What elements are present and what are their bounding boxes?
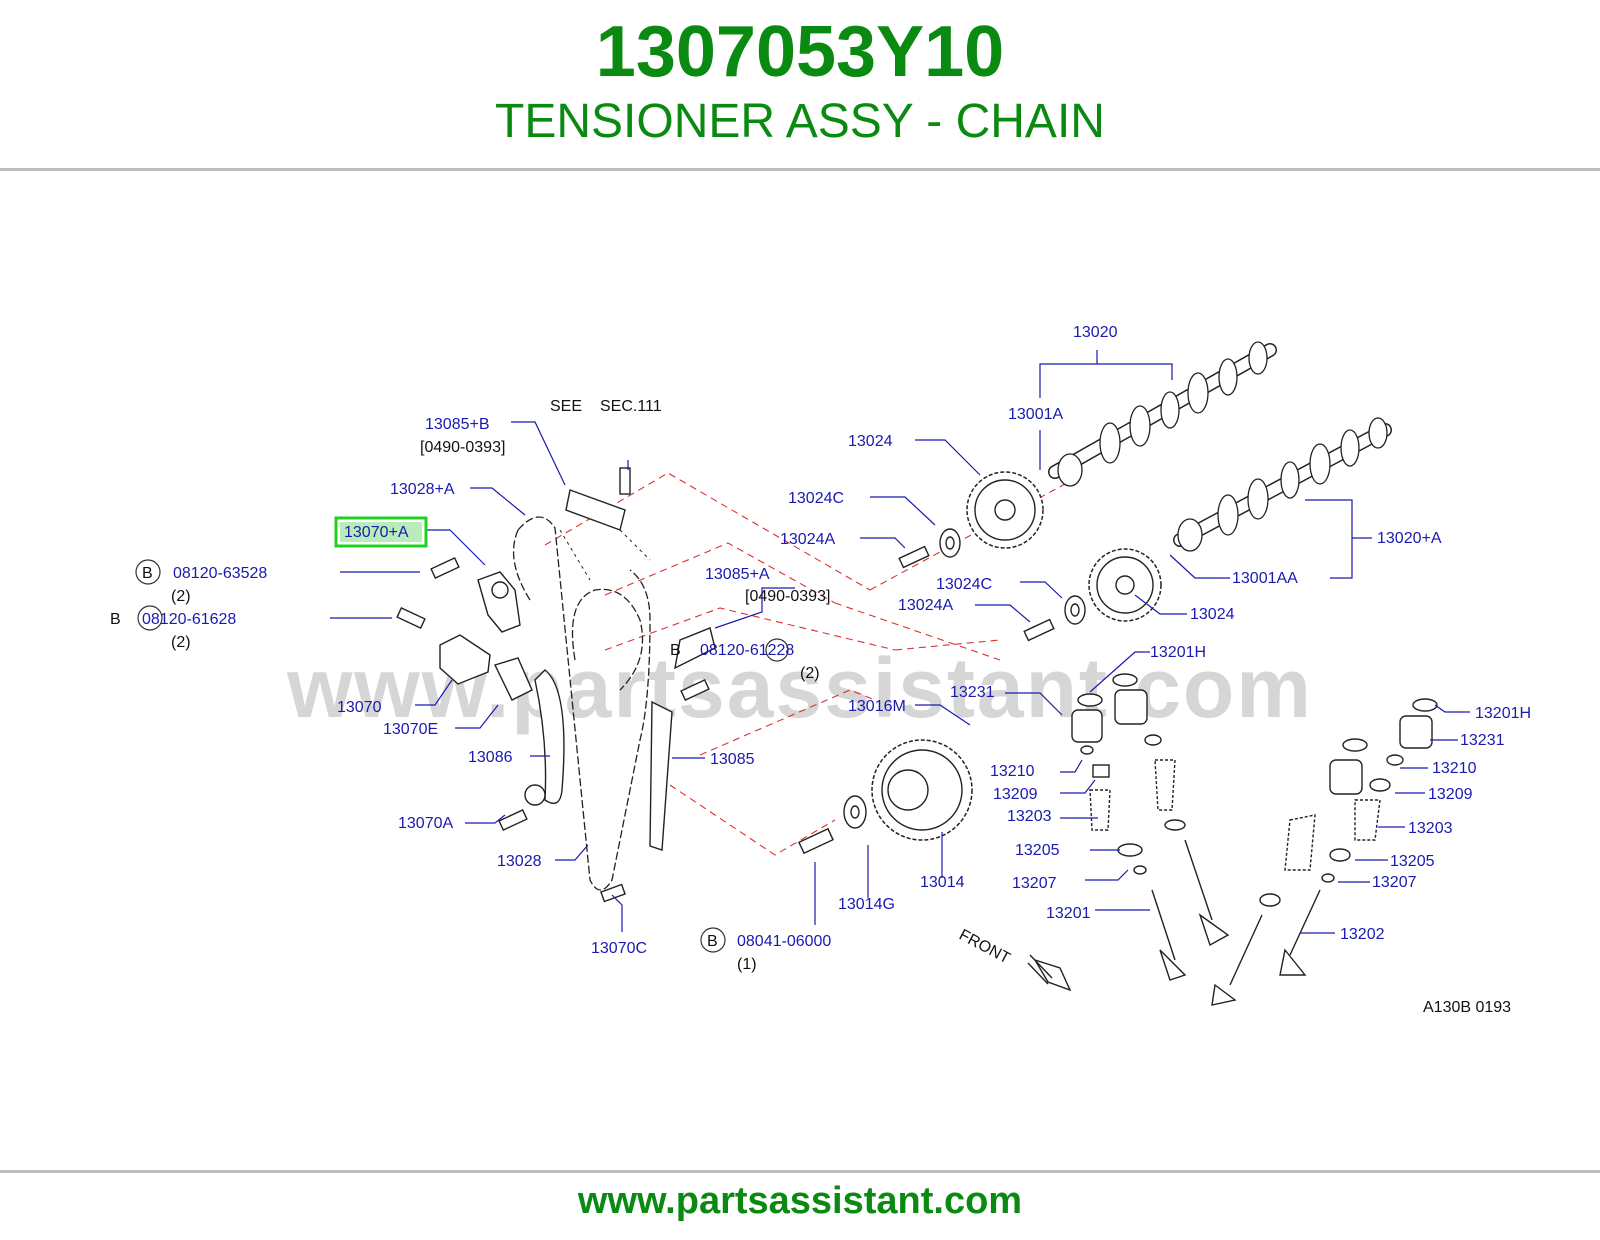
label-13028-A[interactable]: 13028+A [390, 481, 455, 498]
timing-chains [512, 516, 651, 891]
header-divider [0, 168, 1600, 171]
camshaft-upper [1048, 341, 1277, 487]
label-13028[interactable]: 13028 [497, 853, 542, 870]
label-08120-63528[interactable]: 08120-63528 [173, 565, 267, 582]
highlight-fill [340, 522, 422, 542]
label-13070-A-highlighted[interactable]: 13070+A [344, 524, 409, 541]
label-13085[interactable]: 13085 [710, 751, 755, 768]
part-number: 1307053Y10 [595, 12, 1005, 92]
label-08120-61228[interactable]: 08120-61228 [700, 642, 794, 659]
sprocket-lower [1088, 548, 1162, 622]
note-diagram-code: A130B 0193 [1423, 999, 1511, 1016]
label-13210-right[interactable]: 13210 [1432, 760, 1477, 777]
note-qty-1: (1) [737, 956, 757, 973]
note-front: FRONT [956, 927, 1013, 968]
label-13001AA[interactable]: 13001AA [1232, 570, 1298, 587]
label-13207-left[interactable]: 13207 [1012, 875, 1057, 892]
label-13024A-upper[interactable]: 13024A [780, 531, 835, 548]
valve-train [1071, 673, 1438, 1006]
label-13024-lower[interactable]: 13024 [1190, 606, 1235, 623]
label-13231-left[interactable]: 13231 [950, 684, 995, 701]
label-13070E[interactable]: 13070E [383, 721, 438, 738]
header: 1307053Y10 TENSIONER ASSY - CHAIN [0, 0, 1600, 168]
b-marker-2: B [110, 611, 121, 628]
part-name: TENSIONER ASSY - CHAIN [495, 95, 1105, 148]
part-labels: 13020 13001A 13024 13024C 13024A 13020+A… [142, 324, 1531, 957]
leader-lines [330, 350, 1470, 934]
label-13203-right[interactable]: 13203 [1408, 820, 1453, 837]
note-qty-a: (2) [171, 588, 191, 605]
label-13085-B[interactable]: 13085+B [425, 416, 490, 433]
b-callouts: B B B B [110, 559, 789, 953]
label-13207-right[interactable]: 13207 [1372, 874, 1417, 891]
label-13201H-left[interactable]: 13201H [1150, 644, 1206, 661]
camshaft-lower [1173, 417, 1392, 552]
b-marker-1: B [142, 565, 153, 582]
label-13085-A[interactable]: 13085+A [705, 566, 770, 583]
tensioner-assy [439, 571, 546, 806]
label-13205-left[interactable]: 13205 [1015, 842, 1060, 859]
label-13201H-right[interactable]: 13201H [1475, 705, 1531, 722]
note-range-1: [0490-0393] [420, 439, 505, 456]
label-13070[interactable]: 13070 [337, 699, 382, 716]
note-see: SEE [550, 398, 582, 415]
footer-url[interactable]: www.partsassistant.com [577, 1180, 1023, 1222]
label-13024C-lower[interactable]: 13024C [936, 576, 992, 593]
label-13070A[interactable]: 13070A [398, 815, 453, 832]
label-13016M[interactable]: 13016M [848, 698, 906, 715]
label-13203-left[interactable]: 13203 [1007, 808, 1052, 825]
b-marker-4: B [707, 933, 718, 950]
b-marker-3: B [670, 642, 681, 659]
label-13020-A[interactable]: 13020+A [1377, 530, 1442, 547]
label-13001A[interactable]: 13001A [1008, 406, 1063, 423]
label-08041-06000[interactable]: 08041-06000 [737, 933, 831, 950]
label-13024A-lower[interactable]: 13024A [898, 597, 953, 614]
label-08120-61628[interactable]: 08120-61628 [142, 611, 236, 628]
crank-sprocket [871, 739, 973, 841]
label-13020[interactable]: 13020 [1073, 324, 1118, 341]
front-arrow [1027, 954, 1072, 992]
guide-lines [544, 472, 1066, 856]
label-13014G[interactable]: 13014G [838, 896, 895, 913]
label-13202[interactable]: 13202 [1340, 926, 1385, 943]
label-13201[interactable]: 13201 [1046, 905, 1091, 922]
label-13086[interactable]: 13086 [468, 749, 513, 766]
label-13024-upper[interactable]: 13024 [848, 433, 893, 450]
highlight-box [334, 516, 428, 548]
footer-divider [0, 1170, 1600, 1173]
label-13070C[interactable]: 13070C [591, 940, 647, 957]
label-13209-left[interactable]: 13209 [993, 786, 1038, 803]
washers-bolts [396, 467, 1086, 903]
chain-guides [534, 489, 716, 851]
label-13210-left[interactable]: 13210 [990, 763, 1035, 780]
label-13024C-upper[interactable]: 13024C [788, 490, 844, 507]
note-sec: SEC.111 [600, 398, 662, 415]
label-13231-right[interactable]: 13231 [1460, 732, 1505, 749]
note-qty-b: (2) [171, 634, 191, 651]
note-qty-c: (2) [800, 665, 820, 682]
label-13014[interactable]: 13014 [920, 874, 965, 891]
sprocket-upper [966, 471, 1044, 549]
label-13209-right[interactable]: 13209 [1428, 786, 1473, 803]
note-range-2: [0490-0393] [745, 588, 830, 605]
label-13205-right[interactable]: 13205 [1390, 853, 1435, 870]
